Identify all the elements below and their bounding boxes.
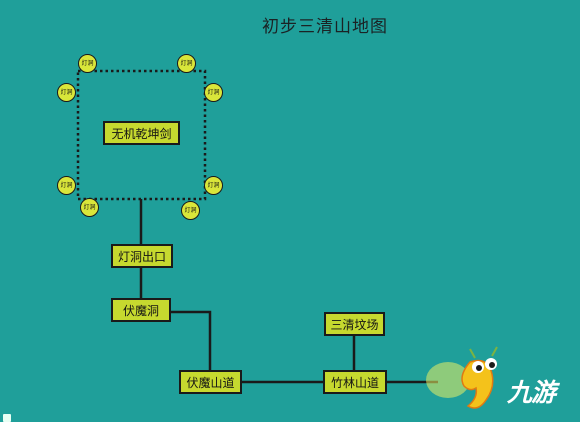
logo-text: 九游 [507,378,556,407]
lamp-icon[interactable]: 灯洞 [80,198,99,217]
chamber-boundary [76,69,207,201]
lamp-icon[interactable]: 灯洞 [78,54,97,73]
area-fumo-cave[interactable]: 伏魔洞 [111,298,171,322]
mascot-icon [426,346,498,409]
area-bamboo-road[interactable]: 竹林山道 [323,370,387,394]
area-wuji-sword[interactable]: 无机乾坤剑 [103,121,180,145]
lamp-icon[interactable]: 灯洞 [181,201,200,220]
area-sanqing-grave[interactable]: 三清坟场 [324,312,385,336]
area-lamp-cave-exit[interactable]: 灯洞出口 [111,244,173,268]
lamp-icon[interactable]: 灯洞 [57,83,76,102]
lamp-icon[interactable]: 灯洞 [204,83,223,102]
area-fumo-road[interactable]: 伏魔山道 [179,370,242,394]
map-title: 初步三清山地图 [262,17,388,37]
lamp-icon[interactable]: 灯洞 [177,54,196,73]
lamp-icon[interactable]: 灯洞 [57,176,76,195]
path-fumo-cave-to-fumo-road [170,310,212,370]
corner-mark-icon [3,414,11,422]
lamp-icon[interactable]: 灯洞 [204,176,223,195]
